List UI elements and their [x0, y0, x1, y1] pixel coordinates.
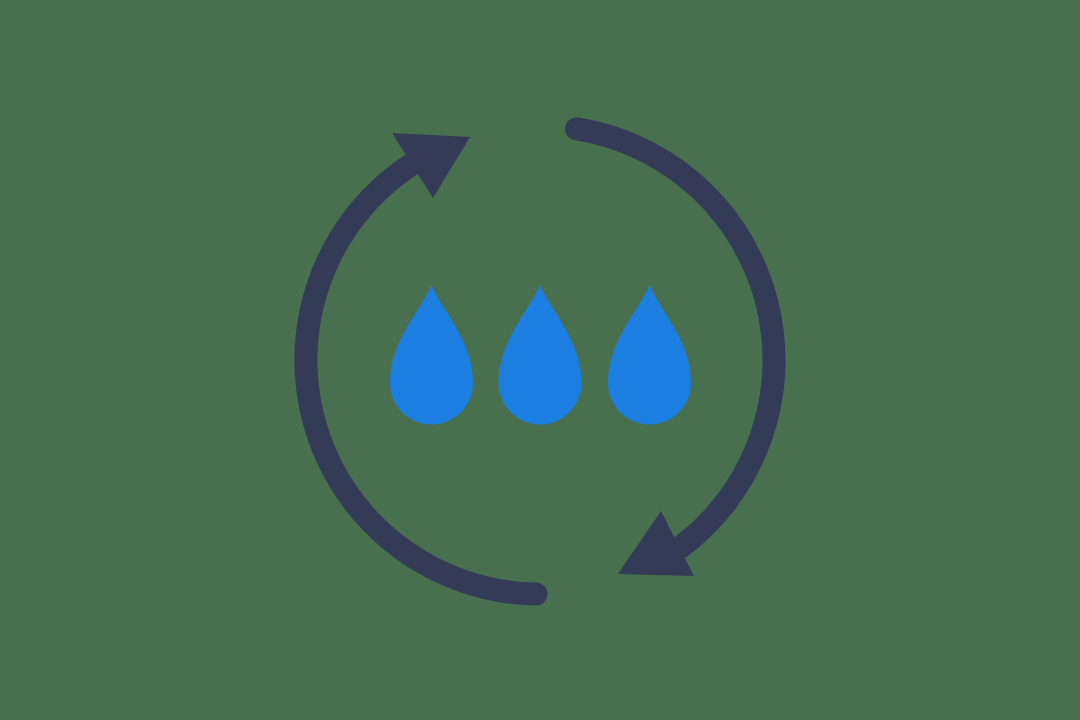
arrowhead-bottom-right-icon	[618, 511, 694, 576]
arrowhead-top-left-icon	[392, 133, 470, 198]
droplet-2	[498, 285, 582, 425]
droplet-1	[390, 285, 473, 425]
cycle-arc-left	[294, 147, 548, 606]
recycle-arrows-icon	[294, 117, 786, 606]
cycle-arc-right	[565, 117, 786, 559]
water-droplets-icon	[390, 285, 691, 425]
droplet-3	[608, 285, 691, 425]
